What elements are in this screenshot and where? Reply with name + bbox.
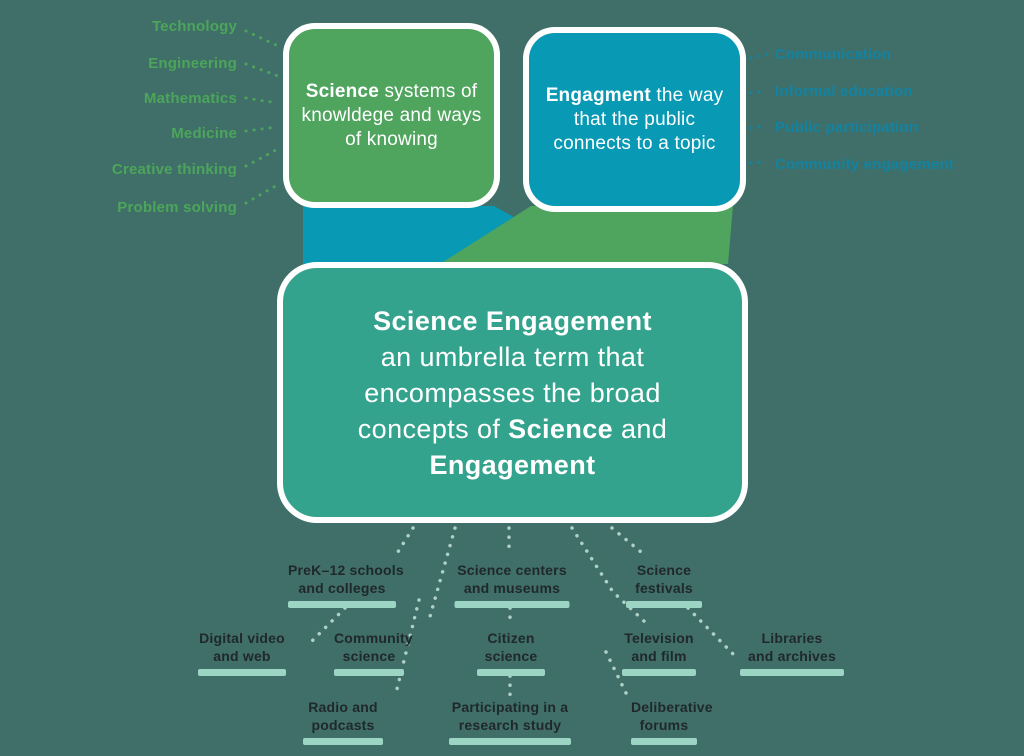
underline-bar xyxy=(288,601,396,608)
dotted-connector-informal-education xyxy=(749,89,769,95)
dotted-connector-engineering xyxy=(244,62,280,78)
dotted-connector-community-science xyxy=(427,526,457,622)
dotted-connector-prek12 xyxy=(394,526,415,557)
underline-bar xyxy=(622,669,696,676)
engagement-definition-text: Engagment the way that the public connec… xyxy=(545,84,724,154)
underline-bar xyxy=(740,669,844,676)
underline-bar xyxy=(449,738,571,745)
left-list-item-problem-solving: Problem solving xyxy=(117,199,237,216)
right-list-item-communication: Communication xyxy=(775,46,891,63)
underline-bar xyxy=(334,669,404,676)
underline-bar xyxy=(477,669,545,676)
engagement-definition-box: Engagment the way that the public connec… xyxy=(523,27,746,212)
underline-bar xyxy=(198,669,286,676)
science-engagement-umbrella-box: Science Engagement an umbrella term that… xyxy=(277,262,748,523)
right-list-item-public-participation: Public participation xyxy=(775,119,919,136)
dotted-connector-libraries-archives xyxy=(686,606,737,658)
dotted-connector-creative-thinking xyxy=(244,147,280,168)
dotted-connector-medicine xyxy=(244,125,279,133)
underline-bar xyxy=(454,601,570,608)
dotted-connector-technology xyxy=(244,29,278,47)
underline-bar xyxy=(631,738,697,745)
dotted-connector-public-participation xyxy=(749,124,769,130)
dotted-connector-communication xyxy=(749,52,769,60)
underline-bar xyxy=(626,601,702,608)
left-list-item-engineering: Engineering xyxy=(148,55,237,72)
science-definition-box: Science systems of knowldege and ways of… xyxy=(283,23,500,208)
dotted-connector-problem-solving xyxy=(244,182,281,205)
left-list-item-technology: Technology xyxy=(151,18,237,35)
green-ribbon xyxy=(440,206,733,264)
left-list-item-creative-thinking: Creative thinking xyxy=(111,161,237,178)
science-engagement-umbrella-text: Science Engagement an umbrella term that… xyxy=(357,305,668,480)
dotted-connector-mathematics xyxy=(244,96,279,105)
underline-bar xyxy=(303,738,383,745)
dotted-connector-deliberative-forums xyxy=(604,650,629,697)
dotted-connector-digital-video xyxy=(306,606,347,647)
left-list-item-mathematics: Mathematics xyxy=(143,90,237,107)
right-list-item-community-engagement: Community engagement xyxy=(775,156,955,173)
dotted-connector-science-festivals xyxy=(610,526,643,554)
left-list-item-medicine: Medicine xyxy=(171,125,237,142)
dotted-connector-community-engagement xyxy=(749,160,769,165)
right-list-item-informal-education: Informal education xyxy=(775,83,913,100)
science-definition-text: Science systems of knowldege and ways of… xyxy=(301,80,482,150)
